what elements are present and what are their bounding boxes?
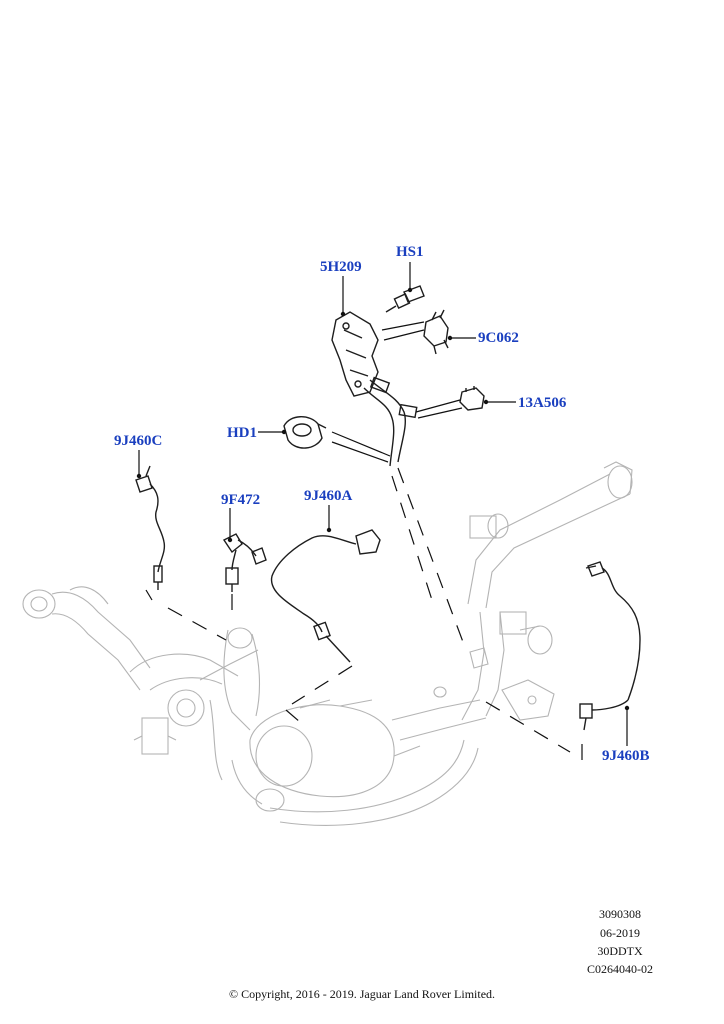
bracket-5h209 <box>331 311 379 397</box>
pressure-sensor-9c062 <box>423 309 449 355</box>
callout-9j460c[interactable]: 9J460C <box>114 433 163 449</box>
temp-sensor-9j460a <box>270 529 381 663</box>
dashed-installation-lines <box>145 467 583 760</box>
reference-number: 3090308 <box>599 907 641 921</box>
oxygen-sensor-9f472 <box>222 533 267 592</box>
connector-13a506 <box>459 386 485 411</box>
exhaust-system-outline <box>22 461 633 826</box>
callout-9j460b[interactable]: 9J460B <box>602 748 650 764</box>
reference-engine: 30DDTX <box>597 944 643 958</box>
temp-sensor-9j460c <box>135 465 166 590</box>
sensor-pipes <box>363 376 418 467</box>
callout-9j460a[interactable]: 9J460A <box>304 488 353 504</box>
callout-hs1[interactable]: HS1 <box>396 244 424 260</box>
temp-sensor-9j460b <box>579 561 641 731</box>
leader-lines <box>136 262 630 746</box>
callout-5h209[interactable]: 5H209 <box>320 259 362 275</box>
copyright-notice: © Copyright, 2016 - 2019. Jaguar Land Ro… <box>228 987 496 1001</box>
reference-code: C0264040-02 <box>587 962 653 976</box>
bolt-hs1 <box>385 285 425 313</box>
callout-13a506[interactable]: 13A506 <box>518 395 567 411</box>
reference-date: 06-2019 <box>600 926 640 940</box>
callout-9f472[interactable]: 9F472 <box>221 492 261 508</box>
clip-hd1 <box>283 416 327 449</box>
callout-hd1[interactable]: HD1 <box>227 425 257 441</box>
callout-9c062[interactable]: 9C062 <box>478 330 519 346</box>
